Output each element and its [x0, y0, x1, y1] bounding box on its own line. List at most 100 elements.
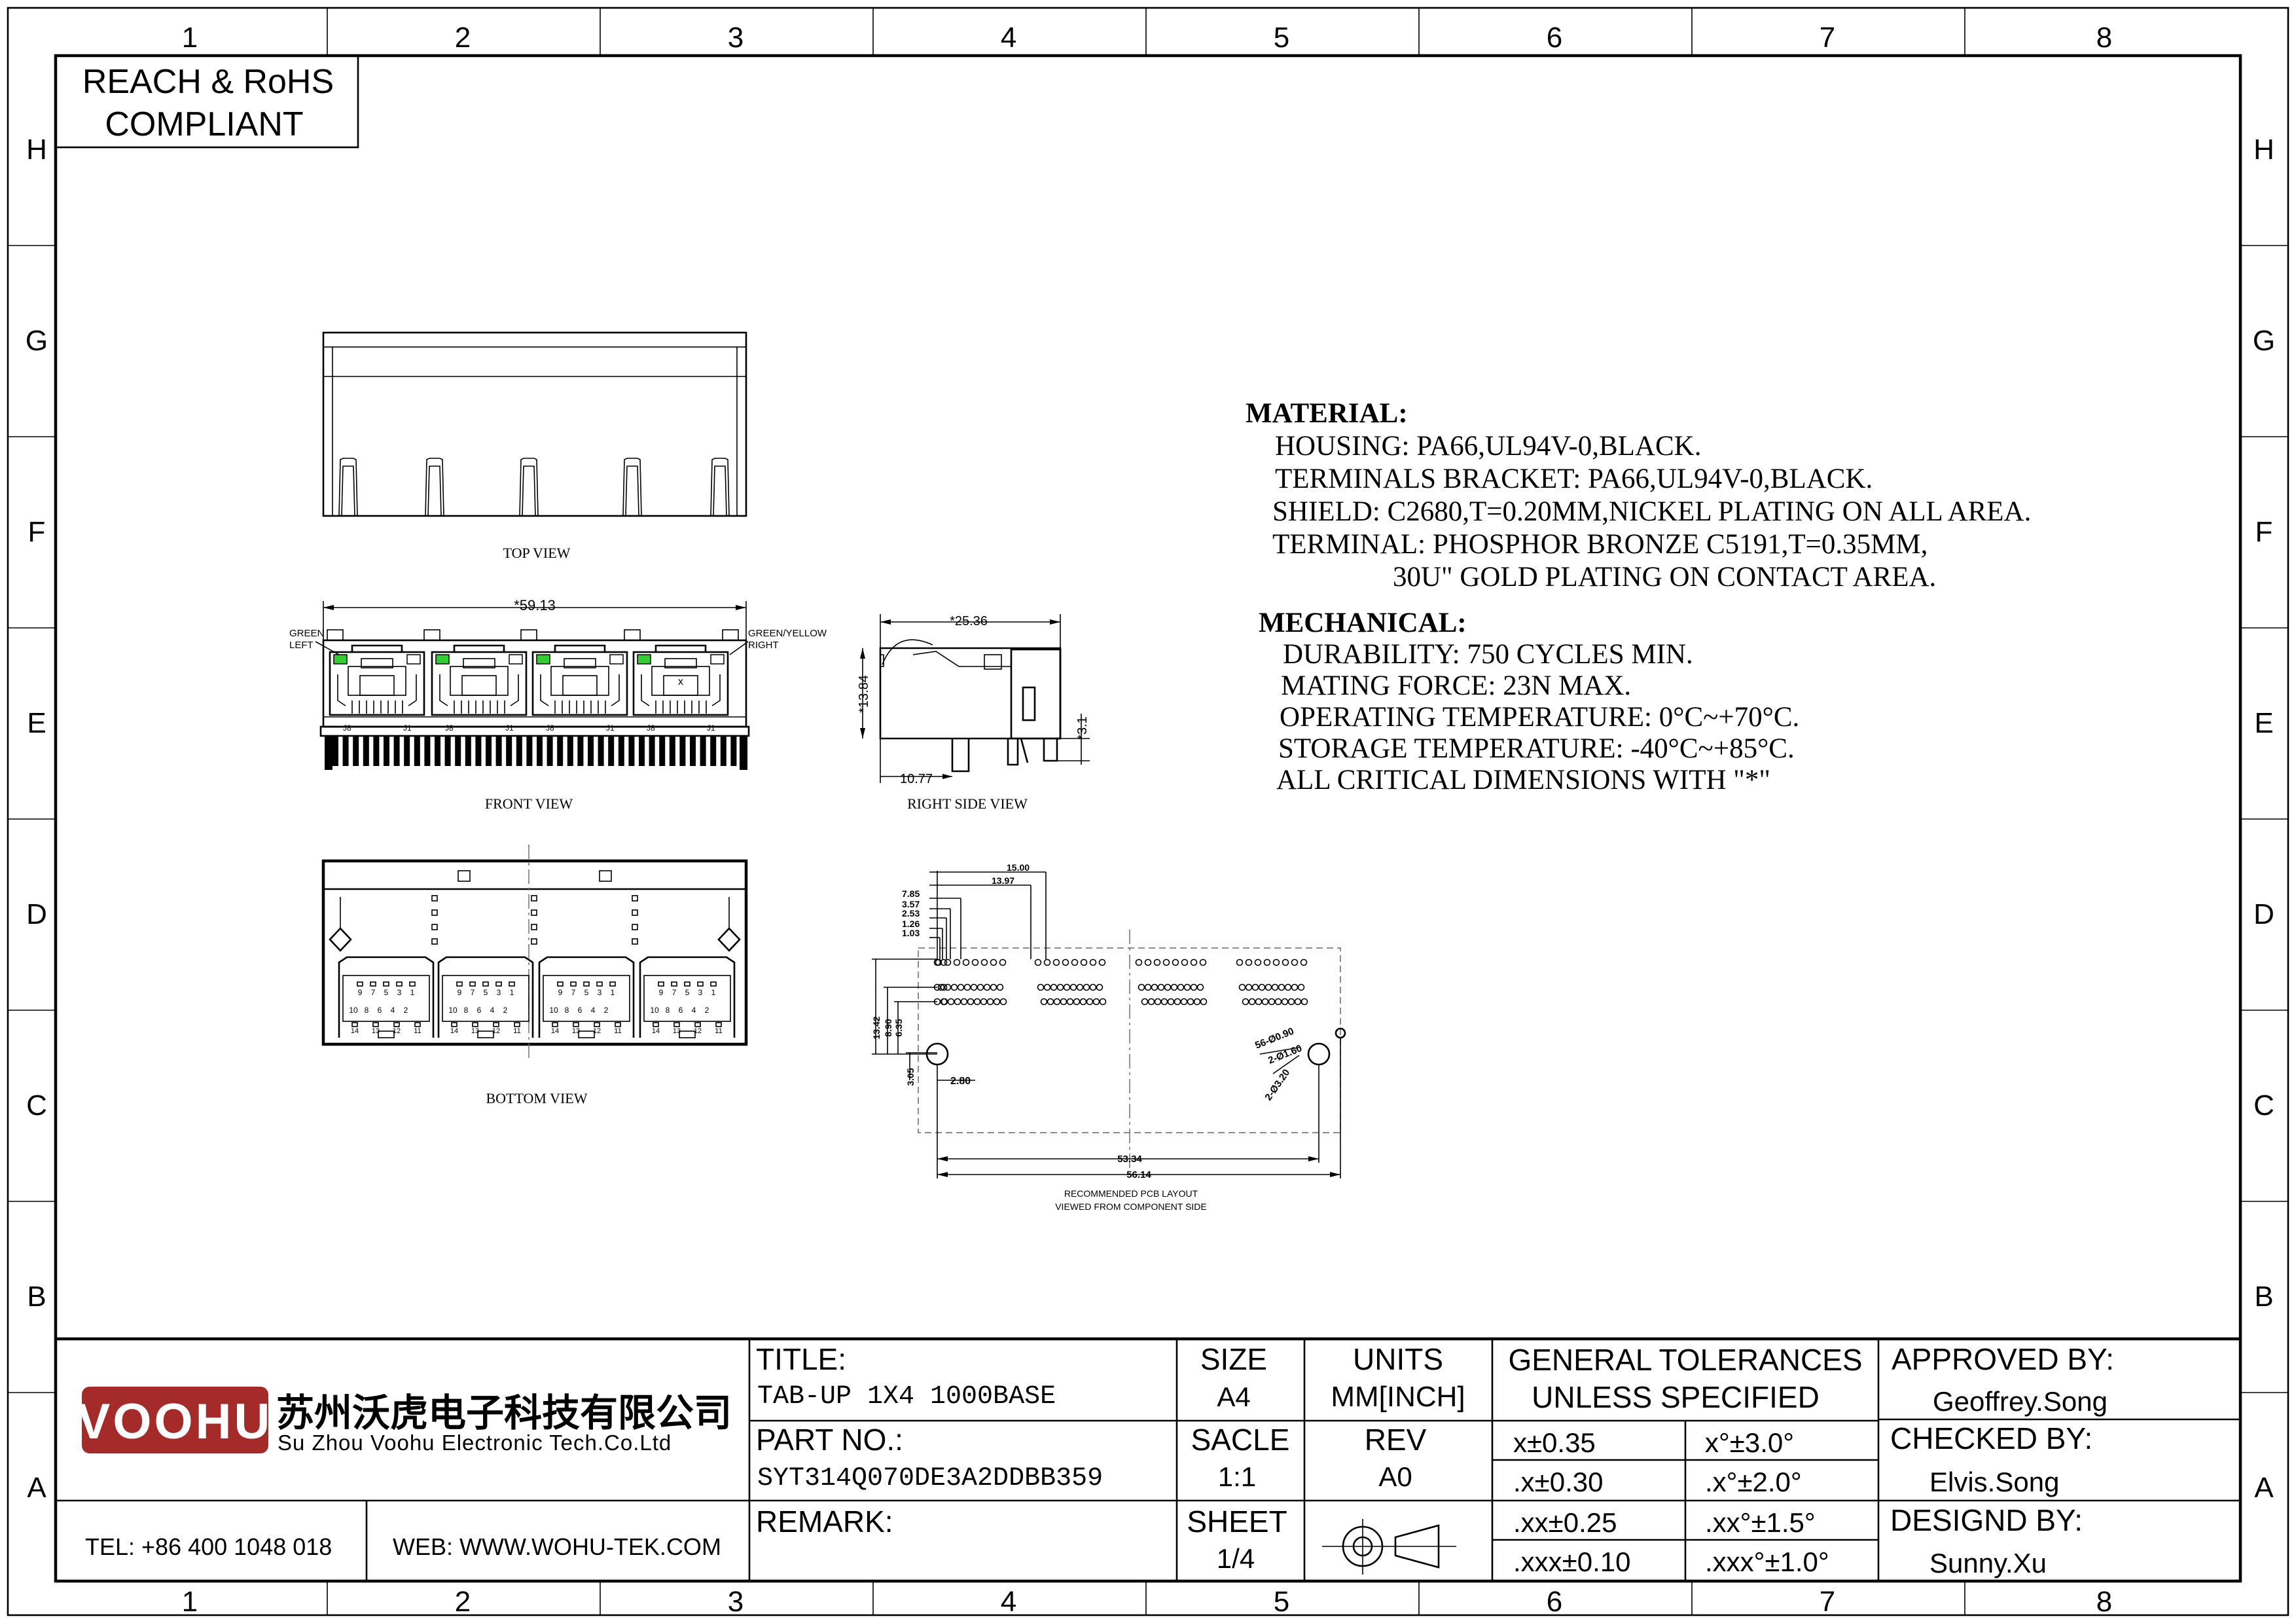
svg-text:4: 4: [692, 1006, 696, 1015]
svg-text:6: 6: [477, 1006, 482, 1015]
checked-value: Elvis.Song: [1929, 1467, 2059, 1497]
column-label-7: 7: [1820, 22, 1835, 54]
svg-text:7: 7: [571, 988, 576, 997]
top-view: TOP VIEW: [322, 331, 747, 561]
row-label-B-right: B: [2254, 1281, 2273, 1313]
column-label-1-bottom: 1: [182, 1586, 198, 1618]
svg-text:8.90: 8.90: [883, 1019, 893, 1036]
svg-text:14: 14: [551, 1027, 559, 1035]
material-notes: MATERIAL: HOUSING: PA66,UL94V-0,BLACK. T…: [1246, 398, 2031, 593]
contact-tel: TEL: +86 400 1048 018: [85, 1533, 332, 1560]
svg-text:3: 3: [397, 988, 402, 997]
svg-text:9: 9: [558, 988, 563, 997]
tolerance-linear-3: .xxx±0.10: [1513, 1546, 1630, 1577]
pcb-dim-5614: 56.14: [1126, 1169, 1151, 1180]
material-line-4: TERMINAL: PHOSPHOR BRONZE C5191,T=0.35MM…: [1272, 529, 1928, 560]
svg-text:4: 4: [591, 1006, 596, 1015]
svg-text:7.85: 7.85: [902, 888, 920, 899]
pcb-dim-5334: 53.34: [1117, 1154, 1142, 1165]
svg-text:8: 8: [365, 1006, 369, 1015]
tolerance-angular-2: .xx°±1.5°: [1705, 1507, 1816, 1538]
svg-text:3: 3: [497, 988, 501, 997]
column-label-6-bottom: 6: [1547, 1586, 1562, 1618]
svg-text:6: 6: [679, 1006, 683, 1015]
contact-web: WEB: WWW.WOHU-TEK.COM: [393, 1533, 721, 1560]
mechanical-line-5: ALL CRITICAL DIMENSIONS WITH "*": [1276, 765, 1770, 795]
right-side-view: *25.36 *13.84 *3.1 10.77 RIGHT SIDE VIEW: [857, 614, 1090, 812]
svg-text:5: 5: [384, 988, 389, 997]
row-label-E-right: E: [2254, 707, 2273, 739]
column-label-5-bottom: 5: [1274, 1586, 1289, 1618]
border-frame: 1 2 3 4 5 6 7 8 1 2 3 4 5 6 7 8 H G F E …: [7, 7, 2289, 1618]
svg-text:13: 13: [372, 1027, 380, 1035]
svg-text:11: 11: [414, 1027, 421, 1035]
material-line-1: HOUSING: PA66,UL94V-0,BLACK.: [1275, 431, 1701, 462]
sheet-value: 1/4: [1217, 1543, 1255, 1574]
svg-text:1: 1: [510, 988, 514, 997]
svg-text:12: 12: [492, 1027, 500, 1035]
svg-text:6: 6: [378, 1006, 382, 1015]
approved-value: Geoffrey.Song: [1933, 1386, 2108, 1417]
mechanical-notes: MECHANICAL: DURABILITY: 750 CYCLES MIN. …: [1259, 608, 1799, 795]
pcb-label-2: VIEWED FROM COMPONENT SIDE: [1055, 1201, 1207, 1212]
svg-text:2: 2: [404, 1006, 408, 1015]
row-label-A: A: [27, 1472, 46, 1504]
row-label-D: D: [26, 898, 47, 930]
compliance-line-1: REACH & RoHS: [82, 63, 334, 101]
units-value: MM[INCH]: [1331, 1381, 1465, 1413]
svg-text:11: 11: [513, 1027, 520, 1035]
front-view-label: FRONT VIEW: [485, 795, 573, 812]
projection-symbol-icon: [1322, 1519, 1456, 1575]
side-height-dim: *13.84: [857, 675, 871, 713]
led-right-label-1: GREEN/YELLOW: [748, 628, 827, 639]
svg-text:9: 9: [659, 988, 664, 997]
svg-text:11: 11: [715, 1027, 722, 1035]
svg-text:1.03: 1.03: [902, 928, 920, 938]
column-label-5: 5: [1274, 22, 1289, 54]
svg-text:14: 14: [351, 1027, 359, 1035]
svg-text:1: 1: [711, 988, 716, 997]
units-label: UNITS: [1353, 1342, 1443, 1376]
svg-text:5: 5: [685, 988, 690, 997]
row-label-E: E: [27, 707, 46, 739]
size-label: SIZE: [1200, 1342, 1267, 1376]
row-label-F-right: F: [2255, 516, 2273, 548]
svg-text:J8: J8: [546, 723, 554, 733]
remark-label: REMARK:: [756, 1504, 893, 1539]
svg-text:12: 12: [393, 1027, 401, 1035]
scale-label: SACLE: [1191, 1423, 1290, 1457]
column-label-3-bottom: 3: [728, 1586, 744, 1618]
svg-text:2: 2: [705, 1006, 709, 1015]
svg-text:J1: J1: [403, 723, 412, 733]
row-label-G-right: G: [2253, 325, 2275, 357]
svg-text:1: 1: [410, 988, 415, 997]
svg-text:1: 1: [611, 988, 615, 997]
svg-text:13.42: 13.42: [871, 1016, 882, 1039]
svg-text:13.97: 13.97: [992, 875, 1014, 886]
rev-label: REV: [1365, 1423, 1427, 1457]
svg-text:12: 12: [593, 1027, 601, 1035]
svg-text:5: 5: [584, 988, 589, 997]
side-pin-dim: *3.1: [1075, 716, 1090, 740]
designed-label: DESIGND BY:: [1890, 1503, 2083, 1537]
column-label-3: 3: [728, 22, 744, 54]
approved-label: APPROVED BY:: [1892, 1342, 2114, 1376]
tolerance-linear-0: x±0.35: [1513, 1427, 1596, 1458]
pcb-mount-hole-right: [1307, 1042, 1331, 1066]
bottom-view-label: BOTTOM VIEW: [486, 1090, 587, 1106]
column-label-8: 8: [2096, 22, 2112, 54]
pcb-callout-2: 2-Ø1.60: [1266, 1043, 1304, 1067]
led-green-3: [536, 654, 550, 665]
front-width-dim: *59.13: [514, 597, 556, 613]
svg-text:5: 5: [484, 988, 488, 997]
mechanical-line-2: MATING FORCE: 23N MAX.: [1281, 670, 1631, 701]
led-left-label-2: LEFT: [289, 640, 314, 651]
svg-text:J1: J1: [505, 723, 514, 733]
voohu-logo: [82, 1387, 268, 1453]
column-label-7-bottom: 7: [1820, 1586, 1835, 1618]
